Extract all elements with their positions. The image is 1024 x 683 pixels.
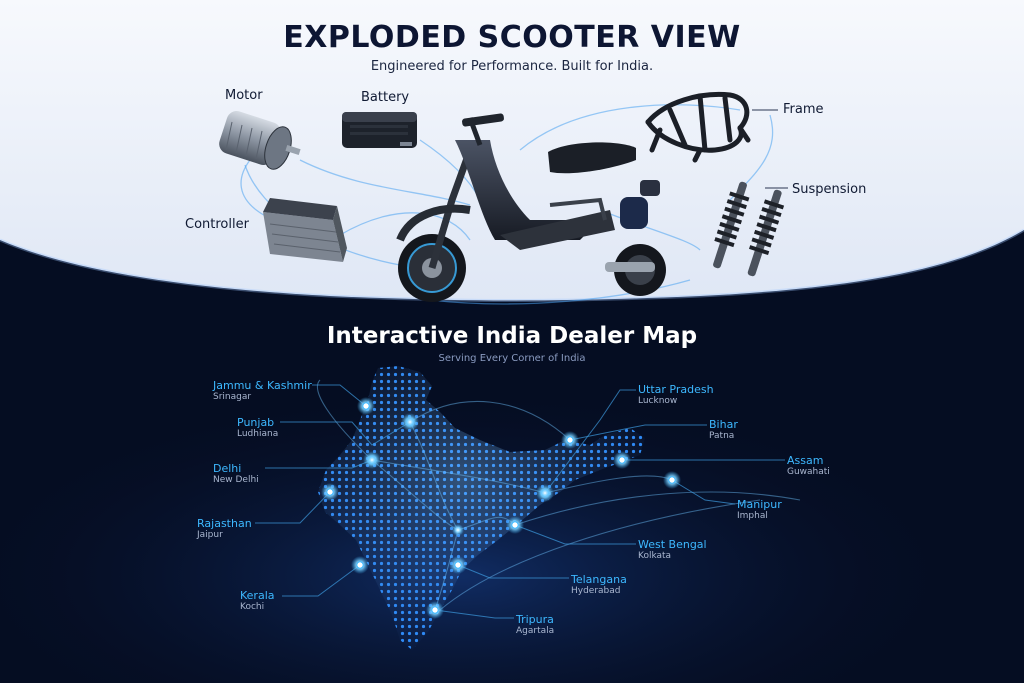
dealer-marker[interactable] (362, 402, 370, 410)
dealer-punjab[interactable]: Punjab Ludhiana (237, 416, 278, 439)
dealer-marker[interactable] (566, 436, 574, 444)
dealer-state: Jammu & Kashmir (213, 379, 312, 392)
dealer-city: Patna (709, 431, 735, 441)
dealer-city: New Delhi (213, 475, 259, 485)
dealer-city: Ludhiana (237, 429, 279, 439)
dealer-city: Imphal (737, 511, 768, 521)
dealer-delhi[interactable]: Delhi New Delhi (213, 462, 259, 485)
dealer-state: Kerala (240, 589, 275, 602)
dealer-state: West Bengal (638, 538, 707, 551)
dealer-bihar[interactable]: Bihar Patna (709, 418, 738, 441)
battery-image (342, 112, 417, 148)
dealer-city: Hyderabad (571, 586, 621, 596)
dealer-marker[interactable] (454, 561, 462, 569)
part-label-suspension: Suspension (792, 182, 867, 197)
dealer-leader-line (671, 479, 736, 505)
dealer-leader-line (514, 524, 636, 545)
dealer-leader-line (280, 421, 411, 446)
dealer-state: Tripura (516, 613, 554, 626)
page-title: EXPLODED SCOOTER VIEW (283, 20, 741, 55)
suspension-image (713, 181, 785, 277)
motor-image (219, 111, 301, 170)
dealer-state: Assam (787, 454, 824, 467)
dealer-city: Agartala (516, 626, 555, 636)
dealer-city: Guwahati (787, 467, 830, 477)
part-label-battery: Battery (361, 90, 410, 105)
dealer-marker[interactable] (618, 456, 626, 464)
dealer-uttar-pradesh[interactable]: Uttar Pradesh Lucknow (638, 383, 714, 406)
dealer-state: Telangana (571, 573, 627, 586)
dealer-tripura[interactable]: Tripura Agartala (516, 613, 554, 636)
scooter-image (396, 113, 666, 302)
dealer-leader-line (312, 384, 367, 407)
part-label-controller: Controller (185, 217, 249, 232)
dealer-city: Kolkata (638, 551, 672, 561)
dealer-city: Lucknow (638, 396, 678, 406)
dealer-jammu-kashmir[interactable]: Jammu & Kashmir Srinagar (213, 379, 312, 402)
part-label-frame: Frame (783, 102, 824, 117)
dealer-telangana[interactable]: Telangana Hyderabad (571, 573, 627, 596)
dealer-kerala[interactable]: Kerala Kochi (240, 589, 275, 612)
controller-image (263, 198, 347, 262)
part-label-motor: Motor (225, 88, 263, 103)
dealer-west-bengal[interactable]: West Bengal Kolkata (638, 538, 707, 561)
map-subtitle: Serving Every Corner of India (438, 353, 586, 364)
dealer-manipur[interactable]: Manipur Imphal (737, 498, 782, 521)
page-subtitle: Engineered for Performance. Built for In… (370, 59, 654, 74)
dealer-state: Bihar (709, 418, 738, 431)
dealer-marker[interactable] (356, 561, 364, 569)
dealer-state: Manipur (737, 498, 782, 511)
dealer-state: Punjab (237, 416, 275, 429)
dealer-city: Jaipur (197, 530, 223, 540)
dealer-rajasthan[interactable]: Rajasthan Jaipur (197, 517, 252, 540)
dealer-leader-line (282, 564, 361, 597)
dealer-assam[interactable]: Assam Guwahati (787, 454, 830, 477)
dealer-leader-line (255, 491, 331, 524)
network-node (366, 454, 378, 466)
frame-image (645, 91, 751, 163)
dealer-city: Srinagar (213, 392, 252, 402)
dealer-state: Uttar Pradesh (638, 383, 714, 396)
dealer-marker[interactable] (326, 488, 334, 496)
dealer-leader-line (434, 609, 514, 619)
dealer-city: Kochi (240, 602, 265, 612)
map-title: Interactive India Dealer Map (326, 323, 698, 349)
dealer-state: Delhi (213, 462, 242, 475)
network-node (404, 416, 416, 428)
dealer-marker[interactable] (431, 606, 439, 614)
dealer-leader-line (544, 389, 636, 494)
network-node (452, 524, 464, 536)
dealer-marker[interactable] (511, 521, 519, 529)
dealer-marker[interactable] (668, 476, 676, 484)
dealer-leader-line (569, 424, 707, 441)
dealer-leader-line (457, 564, 569, 579)
network-node (539, 487, 551, 499)
dealer-state: Rajasthan (197, 517, 252, 530)
